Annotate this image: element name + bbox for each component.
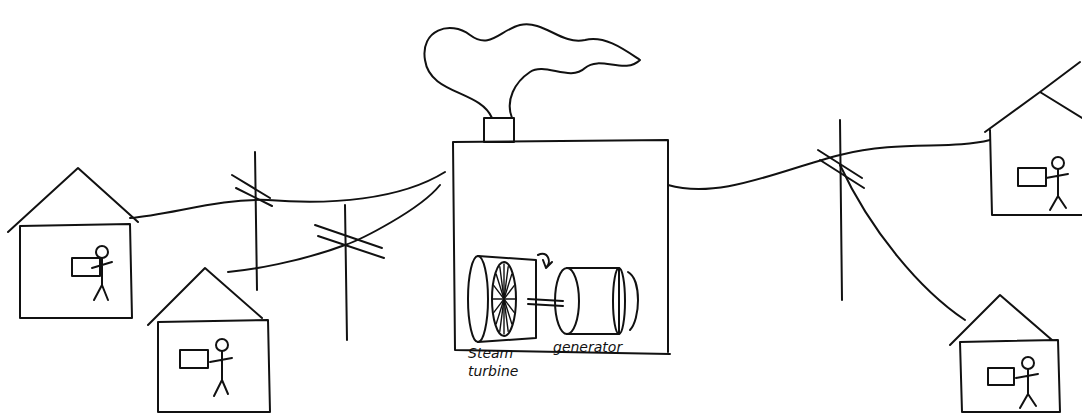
power-plant — [453, 140, 670, 354]
turbine-end — [468, 256, 488, 342]
power-pole — [840, 120, 842, 300]
wire — [228, 185, 440, 272]
turbine-blade — [494, 286, 514, 313]
person — [92, 258, 112, 300]
generator: generator — [553, 266, 627, 336]
power-pole — [345, 205, 347, 340]
turbine-casing — [478, 256, 536, 342]
power-pole — [255, 152, 257, 290]
crossbar — [315, 225, 382, 248]
shaft — [528, 299, 563, 306]
part-label: Steam turbine — [468, 344, 528, 380]
smoke — [424, 24, 640, 118]
steam-turbine: Steam turbine — [468, 256, 542, 342]
person — [210, 351, 232, 396]
window — [180, 350, 208, 368]
wire — [628, 272, 638, 330]
person — [96, 246, 108, 258]
part-label: generator — [553, 338, 643, 356]
node-outline — [553, 266, 627, 336]
window — [988, 368, 1014, 385]
crossbar — [820, 160, 864, 188]
house — [8, 168, 138, 318]
chimney — [484, 118, 514, 142]
turbine-rotor — [492, 262, 516, 336]
node-outline — [468, 256, 542, 342]
wire — [668, 140, 990, 189]
person — [1052, 157, 1064, 169]
crossbar — [236, 188, 272, 206]
person — [1016, 369, 1038, 408]
wire — [130, 172, 445, 218]
person — [1046, 169, 1068, 210]
generator-end — [555, 268, 579, 334]
house — [148, 268, 270, 412]
person — [1022, 357, 1034, 369]
house — [950, 295, 1060, 412]
crossbar — [318, 236, 384, 258]
house — [985, 62, 1082, 215]
wire — [840, 165, 965, 320]
rotation-arrow — [538, 254, 552, 268]
generator-end — [613, 268, 625, 334]
person — [216, 339, 228, 351]
window — [1018, 168, 1046, 186]
